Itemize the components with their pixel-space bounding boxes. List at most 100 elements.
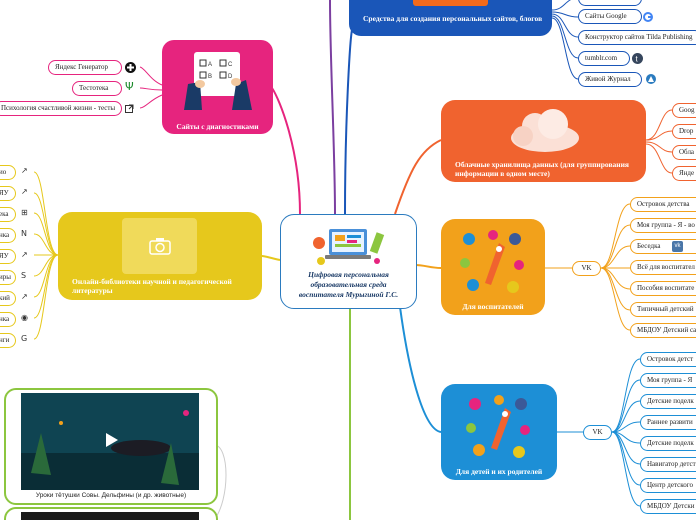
parents-vk-hub[interactable]: VK — [583, 425, 612, 440]
library-item[interactable]: ека — [0, 207, 16, 222]
parent-item[interactable]: Раннее развити — [640, 415, 696, 430]
branch-diagnostics[interactable]: A C B D Сайты с диагностиками — [162, 40, 273, 134]
educator-item[interactable]: Типичный детский — [630, 302, 696, 317]
educator-item-label: Пособия воспитате — [637, 284, 695, 292]
video-thumbnail — [21, 512, 199, 520]
educator-item-label: Моя группа - Я - во — [637, 221, 695, 229]
library-item-icon: ↗ — [21, 166, 28, 175]
branch-parents-label: Для детей и их родителей — [455, 467, 543, 476]
diagnostics-label: Тестотека — [79, 84, 109, 92]
library-item-icon: ↗ — [21, 250, 28, 259]
site-builder-label: tumblr.com — [585, 54, 618, 62]
site-builder-label: Живой Журнал — [585, 75, 631, 83]
educator-item[interactable]: Беседка — [630, 239, 696, 254]
library-item[interactable]: иры — [0, 270, 16, 285]
diagnostics-item-yandex[interactable]: Яндекс Генератор — [48, 60, 122, 75]
external-link-icon — [125, 104, 134, 113]
library-item-icon: G — [21, 334, 28, 343]
plus-icon — [125, 62, 136, 73]
google-icon — [643, 12, 653, 22]
tablet-test-icon: A C B D — [184, 52, 252, 110]
parent-item-label: Детские поделк — [647, 397, 694, 405]
library-item[interactable]: кий — [0, 291, 16, 306]
central-topic-title: Цифровая персональная образовательная ср… — [298, 270, 399, 299]
branch-libraries[interactable]: Онлайн-библиотеки научной и педагогическ… — [58, 212, 262, 300]
site-builder-label: Сайты Google — [585, 12, 627, 20]
cloud-item[interactable]: Янде — [672, 166, 696, 181]
cloud-icon — [511, 109, 579, 152]
library-item[interactable]: нги — [0, 333, 16, 348]
site-builder-item-google-sites[interactable]: Сайты Google — [578, 9, 642, 24]
site-builder-item-livejournal[interactable]: Живой Журнал — [578, 72, 642, 87]
cloud-item[interactable]: Обла — [672, 145, 696, 160]
branch-educators-label: Для воспитателей — [462, 302, 524, 311]
diagnostics-item-psychology[interactable]: Психология счастливой жизни - тесты — [0, 101, 122, 116]
educator-item[interactable]: Островок детства — [630, 197, 696, 212]
site-builder-item-tumblr[interactable]: tumblr.com — [578, 51, 630, 66]
parent-item[interactable]: Детские поделк — [640, 394, 696, 409]
educator-item[interactable]: Моя группа - Я - во — [630, 218, 696, 233]
cloud-item-label: Drop — [679, 127, 694, 135]
library-item[interactable]: нка — [0, 228, 16, 243]
diagnostics-label: Психология счастливой жизни - тесты — [1, 104, 116, 112]
cloud-item[interactable]: Drop — [672, 124, 696, 139]
tumblr-icon: t — [632, 53, 643, 64]
cloud-item-label: Обла — [679, 148, 695, 156]
parent-item[interactable]: Навигатор детст — [640, 457, 696, 472]
education-illustration-icon — [313, 229, 385, 265]
parent-item[interactable]: Моя группа - Я — [640, 373, 696, 388]
parents-hub-label: VK — [592, 428, 603, 436]
parent-item-label: Навигатор детст — [647, 460, 696, 468]
library-item-icon: ↗ — [21, 292, 28, 301]
video-caption: Уроки тётушки Совы. Дельфины (и др. живо… — [35, 492, 187, 499]
livejournal-icon — [646, 74, 656, 84]
video-card[interactable] — [4, 507, 218, 520]
branch-site-builders[interactable]: Средства для создания персональных сайто… — [349, 0, 552, 36]
parent-item[interactable]: Островок детст — [640, 352, 696, 367]
library-item[interactable]: ЯУ — [0, 186, 16, 201]
library-item[interactable]: ЯУ — [0, 249, 16, 264]
educator-item-label: Всё для воспитател — [637, 263, 695, 271]
library-item-label: иры — [0, 273, 11, 281]
branch-parents[interactable]: Для детей и их родителей — [441, 384, 557, 480]
parent-item-label: Детские поделк — [647, 439, 694, 447]
library-item-label: ека — [0, 210, 9, 218]
educator-item-label: Островок детства — [637, 200, 690, 208]
branch-site-builders-label: Средства для создания персональных сайто… — [363, 14, 543, 23]
parent-item-label: Раннее развити — [647, 418, 693, 426]
svg-text:B: B — [208, 74, 212, 80]
cloud-item-label: Goog — [679, 106, 695, 114]
library-item-icon: ◉ — [21, 313, 28, 322]
video-card[interactable]: Уроки тётушки Совы. Дельфины (и др. живо… — [4, 388, 218, 505]
educator-item[interactable]: Пособия воспитате — [630, 281, 696, 296]
central-topic[interactable]: Цифровая персональная образовательная ср… — [280, 214, 417, 309]
play-icon[interactable] — [98, 430, 124, 450]
educator-item[interactable]: МБДОУ Детский са — [630, 323, 696, 338]
parent-item[interactable]: Центр детского — [640, 478, 696, 493]
vk-icon: vk — [672, 241, 683, 252]
library-item[interactable]: ио — [0, 165, 16, 180]
library-item-icon: N — [21, 229, 27, 238]
library-item-icon: ↗ — [21, 187, 28, 196]
educator-item-label: Типичный детский — [637, 305, 694, 313]
cloud-item[interactable]: Goog — [672, 103, 696, 118]
svg-text:D: D — [228, 74, 233, 80]
parent-item-label: Моя группа - Я — [647, 376, 693, 384]
educator-item[interactable]: Всё для воспитател — [630, 260, 696, 275]
diagnostics-item-testoteka[interactable]: Тестотека — [72, 81, 122, 96]
educator-item-label: Беседка — [637, 242, 661, 250]
library-item-label: ио — [0, 168, 7, 176]
branch-educators[interactable]: Для воспитателей — [441, 219, 545, 315]
library-item[interactable]: нка — [0, 312, 16, 327]
parent-item-label: МБДОУ Детски — [647, 502, 695, 510]
library-item-label: ЯУ — [0, 189, 9, 197]
branch-libraries-label: Онлайн-библиотеки научной и педагогическ… — [72, 277, 232, 295]
parent-item[interactable]: МБДОУ Детски — [640, 499, 696, 514]
educators-vk-hub[interactable]: VK — [572, 261, 601, 276]
site-builder-item[interactable] — [578, 0, 642, 6]
branch-image — [122, 218, 197, 274]
site-builder-item-tilda[interactable]: Конструктор сайтов Tilda Publishing — [578, 30, 696, 45]
branch-cloud[interactable]: Облачные хранилища данных (для группиров… — [441, 100, 646, 182]
parent-item[interactable]: Детские поделк — [640, 436, 696, 451]
